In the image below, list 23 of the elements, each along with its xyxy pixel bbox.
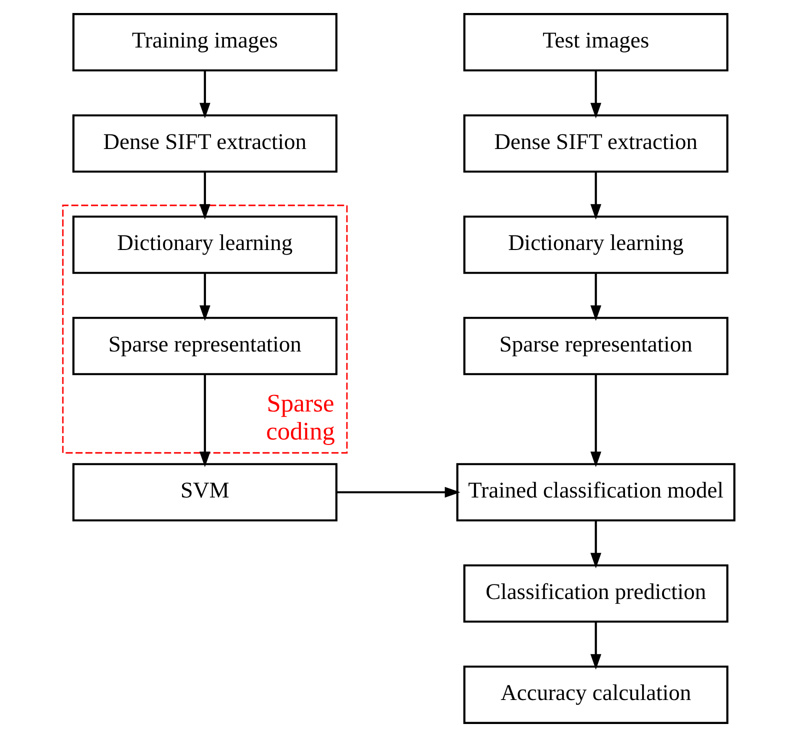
arrow	[198, 374, 210, 468]
node-box: Dictionary learning	[72, 216, 337, 274]
node-box: Sparse representation	[462, 316, 728, 376]
arrow	[198, 70, 210, 118]
node-box: Dense SIFT extraction	[462, 114, 728, 173]
arrow	[590, 70, 601, 118]
node-box: Dictionary learning	[462, 216, 728, 274]
node-box: Accuracy calculation	[462, 666, 728, 724]
node-box: Dense SIFT extraction	[72, 114, 337, 173]
arrow	[590, 172, 601, 220]
arrow	[590, 622, 601, 670]
node-box: Test images	[462, 13, 728, 72]
arrow	[198, 273, 210, 321]
arrow	[198, 172, 210, 220]
arrow	[590, 374, 601, 468]
arrow	[590, 520, 601, 568]
node-box: SVM	[72, 463, 337, 522]
arrow	[590, 273, 601, 321]
node-box: Trained classification model	[456, 463, 735, 522]
node-box: Training images	[72, 13, 337, 72]
arrow	[336, 486, 460, 498]
node-box: Sparse representation	[72, 316, 337, 376]
node-box: Classification prediction	[462, 564, 728, 623]
